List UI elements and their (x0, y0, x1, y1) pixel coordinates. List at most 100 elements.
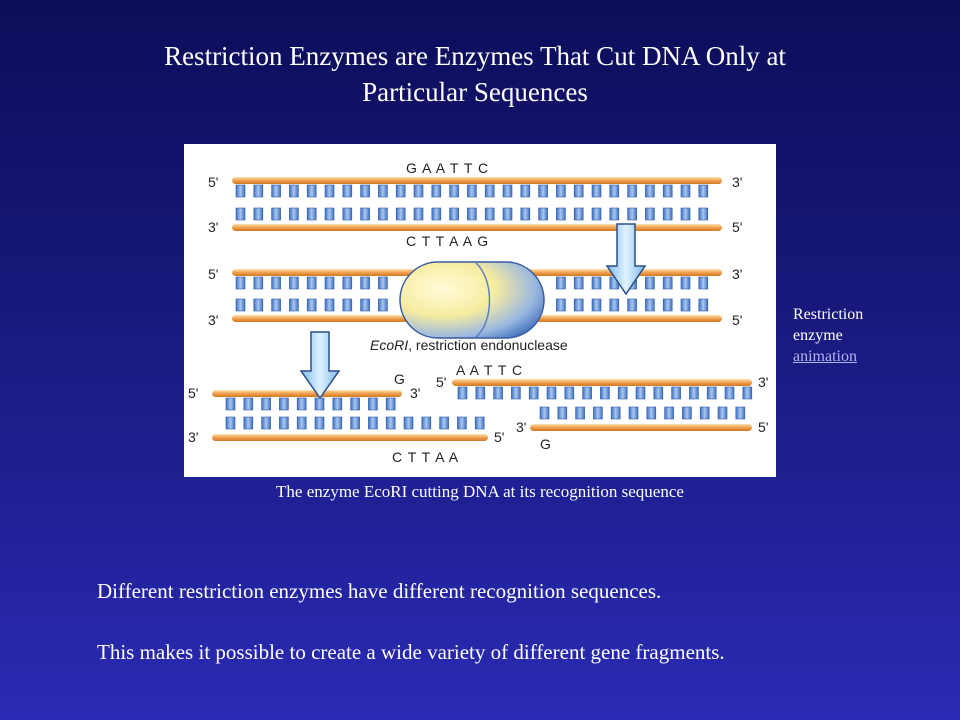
base-pair (368, 416, 378, 430)
right-fragment-bottom-5-end: 5' (758, 419, 768, 435)
base-pair (324, 207, 335, 221)
base-pair (610, 406, 621, 420)
ecori-enzyme-shape (399, 261, 545, 339)
base-pair (735, 406, 746, 420)
base-pair (306, 298, 317, 312)
right-fragment-top-3-end: 3' (758, 374, 768, 390)
base-pair (662, 298, 673, 312)
ecori-diagram: G A A T T C C T T A A G 5' 3' 3' 5' 5' 3… (184, 144, 776, 477)
base-pair (528, 386, 539, 400)
base-pair (306, 276, 317, 290)
base-pair (413, 184, 424, 198)
base-pair (646, 406, 657, 420)
base-pair (261, 397, 271, 411)
base-pair (680, 207, 691, 221)
base-pair (680, 298, 691, 312)
base-pair (385, 416, 396, 430)
side-note: Restriction enzyme animation (793, 304, 913, 367)
base-pair (332, 416, 343, 430)
base-pair (645, 276, 655, 290)
left-fragment-bottom-sequence: C T T A A (392, 449, 459, 465)
animation-link[interactable]: animation (793, 348, 857, 365)
side-note-line-1: Restriction (793, 306, 864, 323)
base-pair (306, 207, 317, 221)
bottom-sequence-label: C T T A A G (406, 233, 489, 249)
base-pair (225, 397, 236, 411)
title-line-1: Restriction Enzymes are Enzymes That Cut… (164, 41, 786, 71)
base-pair (360, 207, 370, 221)
base-pair (261, 416, 271, 430)
base-pair (271, 184, 281, 198)
base-pair (235, 207, 246, 221)
base-pair (225, 416, 236, 430)
base-pair (546, 386, 557, 400)
base-pair (350, 397, 360, 411)
base-pair (474, 416, 485, 430)
left-fragment-top-overhang: G (394, 371, 405, 387)
left-fragment-top-3-end: 3' (410, 385, 420, 401)
base-pair (289, 207, 299, 221)
base-pair (253, 298, 264, 312)
left-fragment-top-5-end: 5' (188, 385, 198, 401)
right-fragment-bottom-overhang: G (540, 436, 551, 452)
base-pair (439, 416, 449, 430)
base-pair (698, 298, 709, 312)
base-pair (662, 207, 673, 221)
strand2-bottom-3-end: 3' (208, 312, 218, 328)
base-pair (645, 184, 655, 198)
right-fragment-top-backbone (452, 379, 752, 386)
base-pair (395, 207, 406, 221)
base-pair (360, 276, 370, 290)
base-pair (539, 406, 550, 420)
base-pair (342, 207, 353, 221)
side-note-line-2: enzyme (793, 327, 843, 344)
base-pair (378, 207, 388, 221)
base-pair (635, 386, 646, 400)
cut-arrow-left (299, 331, 341, 400)
base-pair (698, 207, 709, 221)
base-pair (564, 386, 575, 400)
base-pair (653, 386, 664, 400)
base-pair (271, 207, 281, 221)
base-pair (421, 416, 432, 430)
base-pair (289, 276, 299, 290)
base-pair (628, 406, 639, 420)
base-pair (243, 416, 254, 430)
dna-base-pairs (225, 184, 753, 430)
base-pair (556, 276, 566, 290)
base-pair (314, 397, 325, 411)
left-fragment-bottom-5-end: 5' (494, 429, 504, 445)
base-pair (324, 276, 335, 290)
base-pair (609, 184, 620, 198)
base-pair (395, 184, 406, 198)
base-pair (698, 276, 709, 290)
base-pair (475, 386, 486, 400)
top-sequence-label: G A A T T C (406, 160, 489, 176)
base-pair (591, 276, 602, 290)
base-pair (680, 184, 691, 198)
base-pair (557, 406, 568, 420)
strand1-top-5-end: 5' (208, 174, 218, 190)
base-pair (680, 276, 691, 290)
title-line-2: Particular Sequences (362, 77, 588, 107)
strand1-bottom-backbone (232, 224, 722, 231)
base-pair (645, 207, 655, 221)
base-pair (609, 298, 620, 312)
base-pair (243, 397, 254, 411)
base-pair (360, 298, 370, 312)
base-pair (662, 276, 673, 290)
base-pair (556, 184, 566, 198)
base-pair (253, 184, 264, 198)
base-pair (271, 276, 281, 290)
base-pair (314, 416, 325, 430)
base-pair (520, 184, 531, 198)
base-pair (575, 406, 585, 420)
base-pair (235, 276, 246, 290)
left-fragment-top-backbone (212, 390, 402, 397)
base-pair (457, 416, 467, 430)
base-pair (289, 298, 299, 312)
strand1-top-backbone (232, 177, 722, 184)
base-pair (493, 386, 503, 400)
base-pair (449, 207, 459, 221)
base-pair (502, 207, 513, 221)
